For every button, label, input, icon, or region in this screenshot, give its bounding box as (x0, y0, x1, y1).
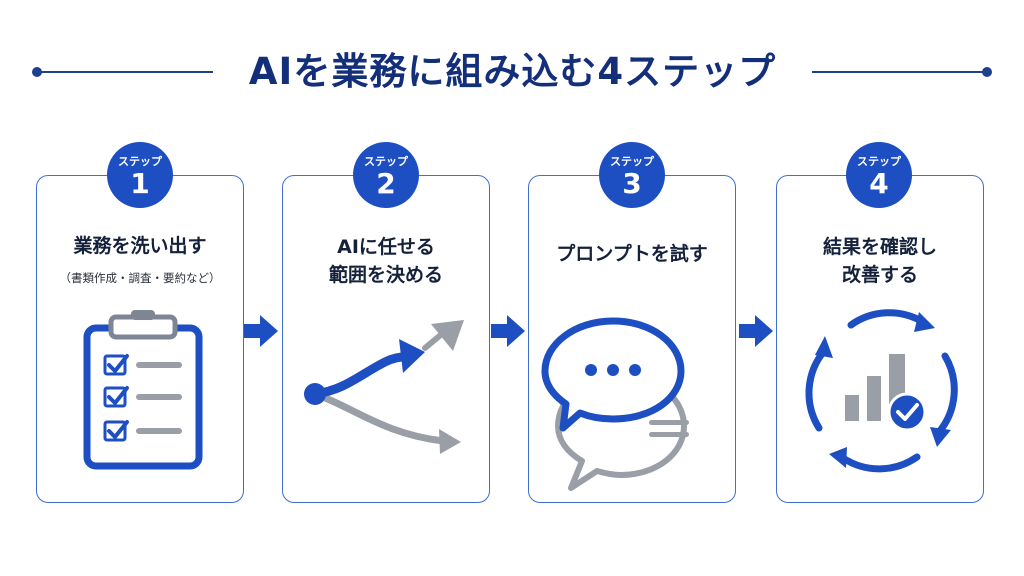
badge-label: ステップ (610, 155, 654, 168)
step-badge-1: ステップ 1 (107, 142, 173, 208)
right-arrow-icon (491, 315, 525, 347)
step-card-2: AIに任せる 範囲を決める (282, 175, 490, 503)
clipboard-checklist-icon (83, 310, 203, 470)
step-card-3: プロンプトを試す (528, 175, 736, 503)
step-number: 2 (376, 167, 396, 200)
step-card-1: 業務を洗い出す （書類作成・調査・要約など） (36, 175, 244, 503)
title-dot-right (982, 67, 992, 77)
step-number: 4 (869, 167, 889, 200)
step-title: 業務を洗い出す (73, 235, 207, 257)
step-number: 1 (130, 167, 150, 200)
badge-label: ステップ (118, 155, 162, 168)
right-arrow-icon (739, 315, 773, 347)
step-title: AIに任せる 範囲を決める (328, 236, 443, 286)
badge-label: ステップ (857, 155, 901, 168)
right-arrow-icon (244, 315, 278, 347)
step-badge-3: ステップ 3 (599, 142, 665, 208)
step-badge-4: ステップ 4 (846, 142, 912, 208)
improvement-cycle-icon (805, 309, 958, 473)
branching-arrows-icon (304, 320, 464, 454)
badge-label: ステップ (364, 155, 408, 168)
title-row: AIを業務に組み込む4ステップ (0, 40, 1024, 104)
step-number: 3 (622, 167, 642, 200)
step-subtitle: （書類作成・調査・要約など） (59, 271, 221, 285)
step-card-4: 結果を確認し 改善する (776, 175, 984, 503)
page-title: AIを業務に組み込む4ステップ (248, 50, 777, 93)
step-title: プロンプトを試す (556, 243, 708, 265)
step-badge-2: ステップ 2 (353, 142, 419, 208)
chat-bubbles-icon (541, 317, 689, 491)
title-dot-left (32, 67, 42, 77)
title-rule-right (812, 71, 987, 73)
title-rule-left (38, 71, 213, 73)
step-title: 結果を確認し 改善する (822, 236, 937, 286)
